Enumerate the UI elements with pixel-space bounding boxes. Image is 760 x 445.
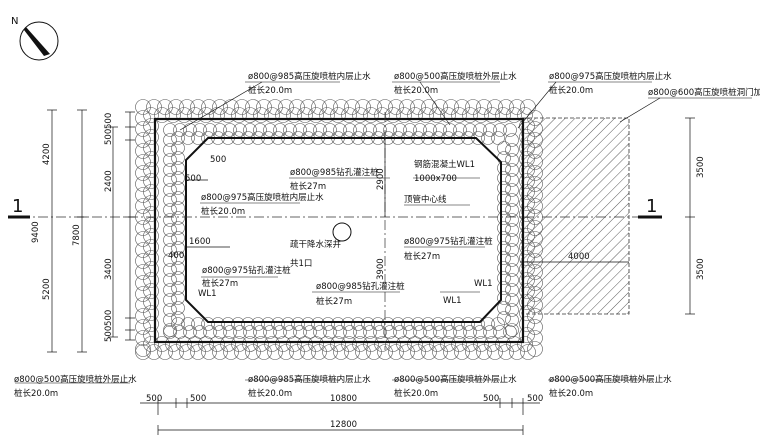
label-bottom-500-outer: ø800@500高压旋喷桩外层止水	[394, 374, 517, 385]
dimension-lines-left	[47, 109, 135, 353]
label-beam-size: 1000x700	[414, 174, 457, 184]
dim-2400: 2400	[104, 170, 114, 192]
dim-1600: 1600	[189, 237, 211, 247]
dim-3400: 3400	[104, 258, 114, 280]
section-mark-left: 1	[8, 196, 30, 219]
portal-reinforcement-zone	[521, 117, 630, 315]
label-pile-985-inner-length: 桩长20.0m	[248, 85, 292, 96]
label-bottom-500-outer-left-length: 桩长20.0m	[14, 388, 58, 399]
label-dewater-well: 疏干降水深井	[290, 239, 341, 250]
dim-500-top-a: 500	[104, 113, 114, 129]
dim-12800: 12800	[330, 420, 357, 430]
label-pile-500-outer: ø800@500高压旋喷桩外层止水	[394, 71, 517, 82]
dewatering-well-icon	[332, 222, 352, 242]
label-bored-975-left: ø800@975钻孔灌注桩	[202, 265, 291, 276]
label-bottom-985-inner: ø800@985高压旋喷桩内层止水	[248, 374, 371, 385]
dimension-texts: 4200 5200 9400 7800 500 500 2400 3400 50…	[31, 113, 706, 430]
dim-4000: 4000	[568, 252, 590, 262]
label-bottom-985-inner-length: 桩长20.0m	[248, 388, 292, 399]
label-bored-985: ø800@985钻孔灌注桩	[290, 167, 379, 178]
dim-500-top-b: 500	[104, 129, 114, 145]
label-bored-985-bottom: ø800@985钻孔灌注桩	[316, 281, 405, 292]
dim-500-left: 500	[185, 174, 201, 184]
dim-9400: 9400	[31, 221, 41, 243]
label-bored-975-right-length: 桩长27m	[404, 251, 440, 262]
dim-7800: 7800	[72, 224, 82, 246]
label-pile-985-inner: ø800@985高压旋喷桩内层止水	[248, 71, 371, 82]
label-bored-985-length: 桩长27m	[290, 181, 326, 192]
dimension-lines-bottom	[140, 398, 540, 435]
dim-500-bottom-4: 500	[527, 394, 543, 404]
label-pile-600-reinforce: ø800@600高压旋喷桩洞门加固	[648, 87, 760, 98]
dim-4200: 4200	[42, 143, 52, 165]
dimension-lines-inner	[185, 138, 386, 270]
label-tunnel-center: 顶管中心线	[404, 194, 447, 205]
dim-500-bottom-2: 500	[190, 394, 206, 404]
dim-500-bot-b: 500	[104, 326, 114, 342]
dimension-lines-right	[520, 117, 695, 315]
label-pile-975-inner-left: ø800@975高压旋喷桩内层止水	[201, 192, 324, 203]
label-wl1-left: WL1	[198, 289, 217, 299]
dim-10800: 10800	[330, 394, 357, 404]
dim-5200: 5200	[42, 278, 52, 300]
svg-text:1: 1	[646, 196, 657, 217]
label-bored-975-right: ø800@975钻孔灌注桩	[404, 236, 493, 247]
label-well-count: 共1口	[290, 259, 312, 269]
label-bored-985-bottom-length: 桩长27m	[316, 296, 352, 307]
label-bottom-500-outer-length: 桩长20.0m	[394, 388, 438, 399]
dim-500-bottom-1: 500	[146, 394, 162, 404]
label-wl1-right-bottom: WL1	[443, 296, 462, 306]
label-pile-975-inner-left-length: 桩长20.0m	[201, 206, 245, 217]
dim-3500-lower: 3500	[696, 258, 706, 280]
dim-3900: 3900	[376, 258, 386, 280]
section-mark-right: 1	[638, 196, 662, 219]
dim-3500-upper: 3500	[696, 156, 706, 178]
dim-2900: 2900	[376, 168, 386, 190]
leader-lines	[15, 81, 752, 384]
pit-walls	[153, 117, 525, 344]
label-pile-975-inner-tr: ø800@975高压旋喷桩内层止水	[549, 71, 672, 82]
label-bottom-500-outer-right-length: 桩长20.0m	[549, 388, 593, 399]
north-arrow-icon: N	[11, 16, 59, 61]
jet-grout-pile-band	[135, 99, 543, 360]
dim-500-inner: 500	[210, 155, 226, 165]
label-bottom-500-outer-right: ø800@500高压旋喷桩外层止水	[549, 374, 672, 385]
svg-text:1: 1	[12, 196, 23, 217]
label-beam: 钢筋混凝土WL1	[414, 159, 475, 170]
dim-400: 400	[168, 251, 184, 261]
dim-500-bottom-3: 500	[483, 394, 499, 404]
label-wl1-right-top: WL1	[474, 279, 493, 289]
dim-500-bot-a: 500	[104, 310, 114, 326]
north-label: N	[11, 16, 18, 27]
label-pile-975-inner-tr-length: 桩长20.0m	[549, 85, 593, 96]
label-bottom-500-outer-left: ø800@500高压旋喷桩外层止水	[14, 374, 137, 385]
label-pile-500-outer-length: 桩长20.0m	[394, 85, 438, 96]
annotation-labels: ø800@985高压旋喷桩内层止水 桩长20.0m ø800@500高压旋喷桩外…	[14, 71, 760, 399]
label-bored-975-left-length: 桩长27m	[202, 278, 238, 289]
